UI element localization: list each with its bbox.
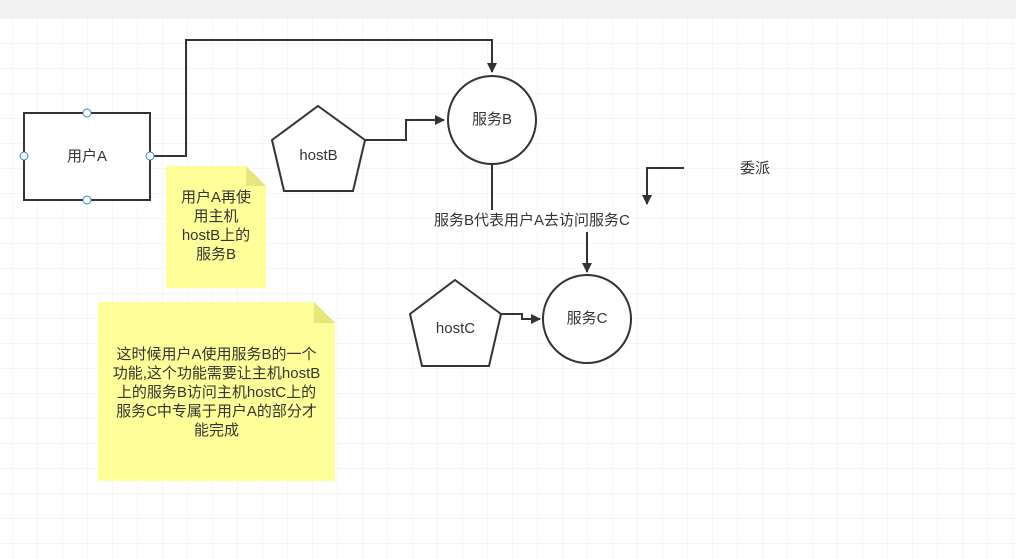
note-1-text: 用户A再使用主机hostB上的服务B [180, 189, 251, 263]
node-host-c-label: hostC [435, 320, 476, 337]
note-1-fold [246, 166, 266, 186]
delegation-annotation: 委派 [740, 160, 771, 177]
node-host-b[interactable] [270, 104, 367, 192]
node-service-c-label: 服务C [566, 310, 608, 327]
note-2-shape[interactable] [98, 302, 335, 481]
node-service-b-label: 服务B [471, 111, 512, 128]
edge-user-a-to-service-b[interactable] [150, 39, 497, 157]
edge-host-b-to-service-b[interactable] [365, 115, 445, 141]
note-2-text: 这时候用户A使用服务B的一个功能,这个功能需要让主机hostB上的服务B访问主机… [112, 346, 321, 439]
node-host-b-label: hostB [299, 147, 338, 164]
connection-handle-right[interactable] [145, 151, 155, 161]
connection-handle-left[interactable] [19, 151, 29, 161]
note-1-shape[interactable] [166, 166, 266, 288]
node-service-b[interactable] [447, 75, 537, 165]
connection-handle-top[interactable] [82, 108, 92, 118]
edge-b-to-c-label: 服务B代表用户A去访问服务C [432, 211, 632, 231]
node-service-c[interactable] [542, 274, 632, 364]
node-user-a-label: 用户A [66, 148, 107, 165]
note-2-fold [314, 302, 335, 323]
node-host-c[interactable] [408, 278, 503, 367]
edge-service-b-to-service-c[interactable] [491, 163, 587, 272]
connection-handle-bottom[interactable] [82, 195, 92, 205]
top-bar [0, 0, 1016, 18]
edge-host-c-to-service-c[interactable] [500, 313, 541, 324]
edge-delegation[interactable] [642, 167, 684, 205]
